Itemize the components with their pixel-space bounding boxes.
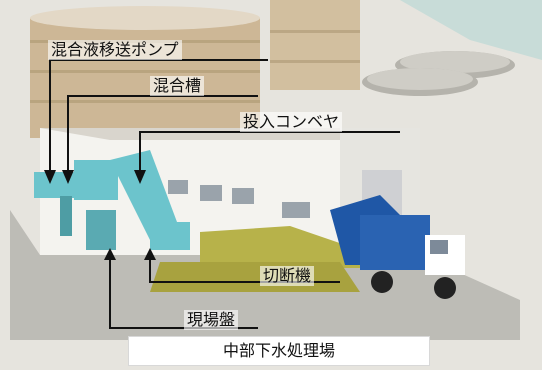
storage-tank-left	[30, 6, 260, 138]
mixing-equipment	[34, 150, 190, 250]
label-cutter: 切断機	[260, 266, 315, 286]
label-feed-conveyor: 投入コンベヤ	[240, 112, 343, 132]
label-mixing-tank: 混合槽	[150, 76, 205, 96]
water-area	[400, 0, 542, 60]
label-mixed-liquor-transfer-pump: 混合液移送ポンプ	[48, 40, 182, 60]
dump-truck	[330, 195, 465, 299]
label-local-control-panel: 現場盤	[184, 310, 239, 330]
leader-arrowheads	[44, 170, 156, 260]
figure-caption: 中部下水処理場	[128, 336, 430, 366]
settling-basins	[362, 51, 515, 96]
storage-tank-center	[270, 0, 360, 90]
